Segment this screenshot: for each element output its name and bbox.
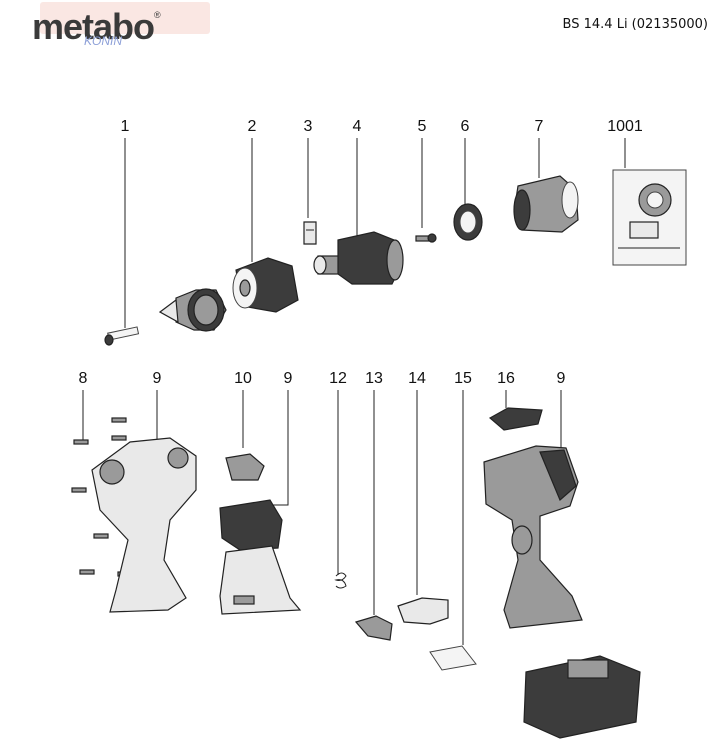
part-label-15: 15 <box>454 370 472 387</box>
part-label-6: 6 <box>460 118 470 135</box>
part-label-12: 12 <box>329 370 347 387</box>
part-label-1: 1 <box>120 118 130 135</box>
part-5-screw <box>415 233 437 243</box>
part-3-clip <box>303 221 317 245</box>
part-label-5: 5 <box>417 118 427 135</box>
part-7-motor <box>513 175 579 233</box>
part-2-chuck-sleeve <box>232 257 299 313</box>
part-label-9-left: 9 <box>152 370 162 387</box>
battery-pack <box>523 655 641 739</box>
watermark-text: KONIN <box>84 34 123 48</box>
part-label-2: 2 <box>247 118 257 135</box>
part-label-4: 4 <box>352 118 362 135</box>
part-label-13: 13 <box>365 370 383 387</box>
part-label-9-middle: 9 <box>283 370 293 387</box>
drill-chuck <box>158 288 227 332</box>
part-9-switch-assembly <box>219 499 302 615</box>
part-9-housing-left <box>91 437 197 613</box>
part-label-9-right: 9 <box>556 370 566 387</box>
model-title: BS 14.4 Li (02135000) <box>562 17 708 32</box>
part-16-latch <box>488 407 543 431</box>
part-15-label <box>429 645 477 671</box>
part-label-8: 8 <box>78 370 88 387</box>
part-4-gearbox <box>313 231 404 285</box>
part-1001-switch-module <box>612 169 687 266</box>
watermark-banner <box>40 2 210 34</box>
part-label-10: 10 <box>234 370 252 387</box>
part-6-ring <box>453 203 483 241</box>
part-label-16: 16 <box>497 370 515 387</box>
part-9-housing-right <box>483 445 583 629</box>
part-label-3: 3 <box>303 118 313 135</box>
brand-logo: metabo® <box>32 6 161 47</box>
leader-lines <box>82 138 626 645</box>
part-14-plate <box>397 597 449 625</box>
part-label-14: 14 <box>408 370 426 387</box>
part-label-7: 7 <box>534 118 544 135</box>
part-label-1001: 1001 <box>607 118 643 135</box>
part-1-screw <box>104 326 140 346</box>
part-12-spring <box>334 572 347 589</box>
part-13-slider <box>354 615 393 641</box>
part-10-cover <box>225 453 265 481</box>
